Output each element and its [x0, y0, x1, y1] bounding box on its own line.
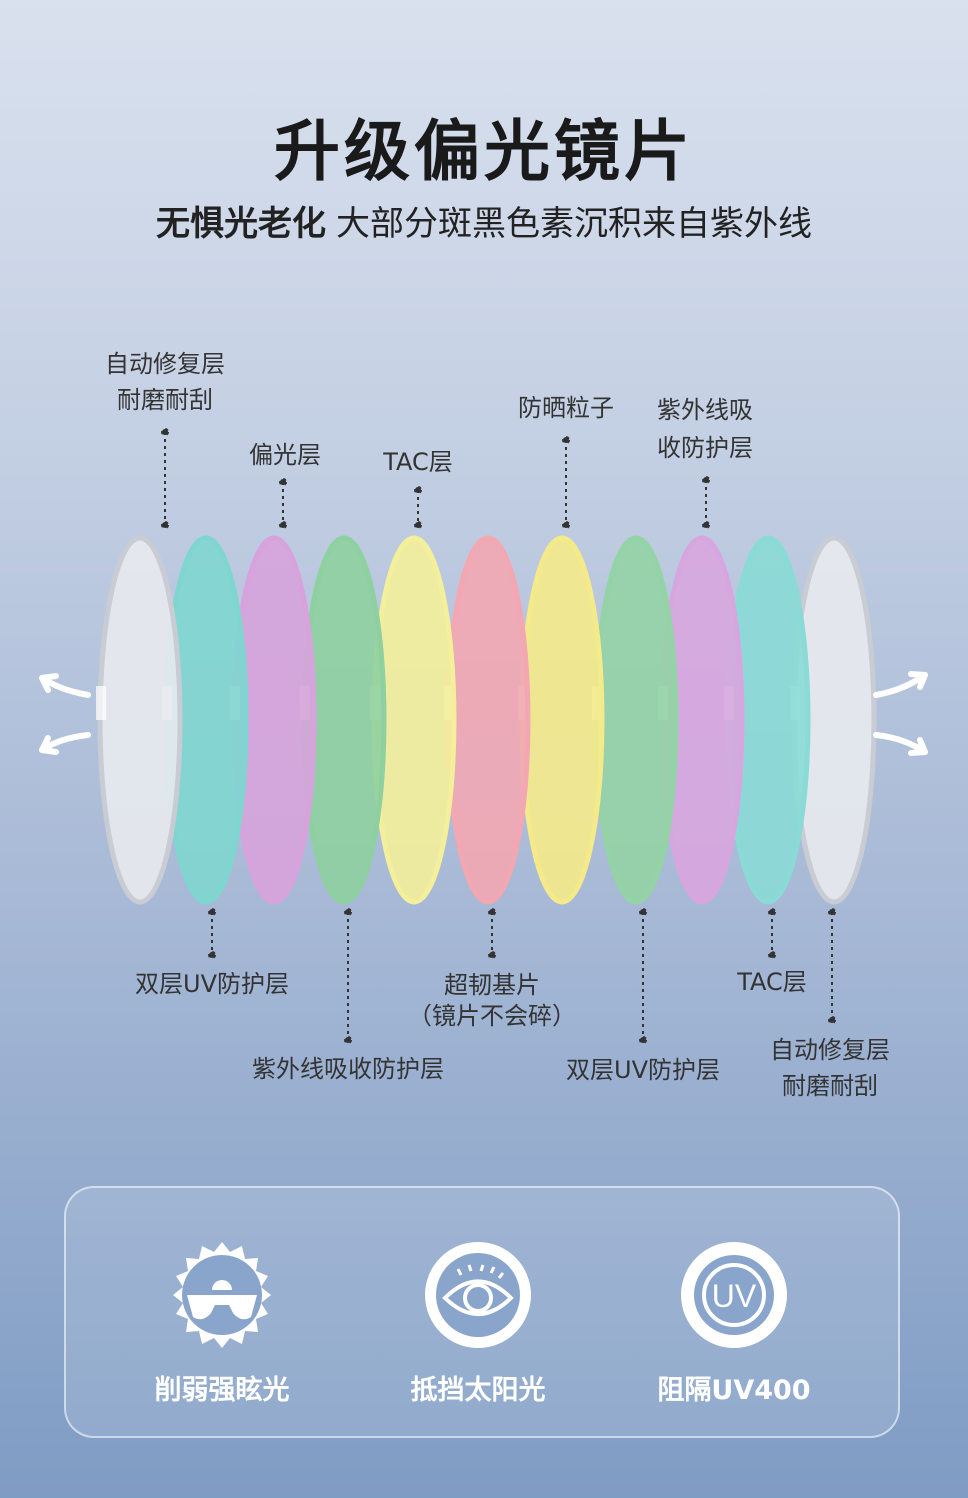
svg-text:UV: UV	[712, 1278, 757, 1314]
label-bottom-self-repair-2: 耐磨耐刮	[782, 1072, 878, 1100]
label-tac-bottom: TAC层	[736, 968, 807, 996]
lens-layer	[593, 535, 679, 905]
feature-uv: UV 阻隔UV400	[644, 1240, 824, 1407]
arrows-left-icon	[39, 673, 91, 755]
label-bottom-self-repair: 自动修复层	[770, 1036, 890, 1064]
feature-sun: 抵挡太阳光	[388, 1240, 568, 1407]
lens-layer	[445, 535, 531, 905]
sunglasses-sun-icon	[173, 1242, 271, 1348]
label-double-uv-1: 双层UV防护层	[135, 970, 289, 998]
subtitle-text: 大部分斑黑色素沉积来自紫外线	[336, 204, 812, 244]
label-sunscreen: 防晒粒子	[518, 394, 614, 422]
feature-label: 抵挡太阳光	[410, 1375, 546, 1406]
label-top-self-repair: 自动修复层	[105, 350, 225, 378]
label-substrate: 超韧基片	[444, 971, 540, 999]
label-tac-top: TAC层	[382, 448, 453, 476]
leader-lines	[161, 428, 836, 1044]
page-title: 升级偏光镜片	[274, 113, 694, 190]
feature-glare: 削弱强眩光	[132, 1240, 312, 1407]
lens-layer	[519, 535, 605, 905]
arrows-right-icon	[873, 671, 928, 756]
label-polarized: 偏光层	[249, 441, 321, 469]
subtitle: 无惧光老化大部分斑黑色素沉积来自紫外线	[0, 196, 968, 245]
label-uv-absorb-bottom: 紫外线吸收防护层	[252, 1055, 444, 1083]
lens-layers	[96, 535, 877, 905]
feature-label: 削弱强眩光	[154, 1375, 290, 1406]
uv-badge-icon: UV	[681, 1242, 787, 1348]
label-uv-absorb-top: 紫外线吸	[657, 396, 753, 424]
label-top-self-repair-2: 耐磨耐刮	[117, 386, 213, 414]
subtitle-bold: 无惧光老化	[156, 204, 326, 244]
label-double-uv-2: 双层UV防护层	[566, 1056, 720, 1084]
lens-layer-diagram: 自动修复层 耐磨耐刮 偏光层 TAC层 防晒粒子 紫外线吸 收防护层 双层UV防…	[39, 350, 928, 1100]
light-beam	[96, 686, 106, 720]
label-uv-absorb-top-2: 收防护层	[657, 434, 753, 462]
lens-layer	[97, 535, 183, 905]
feature-label: 阻隔UV400	[657, 1375, 811, 1406]
features-panel: 削弱强眩光 抵挡太阳光 UV 阻隔UV400	[64, 1186, 900, 1438]
label-substrate-2: （镜片不会碎）	[408, 1002, 576, 1030]
eye-icon	[425, 1242, 531, 1348]
